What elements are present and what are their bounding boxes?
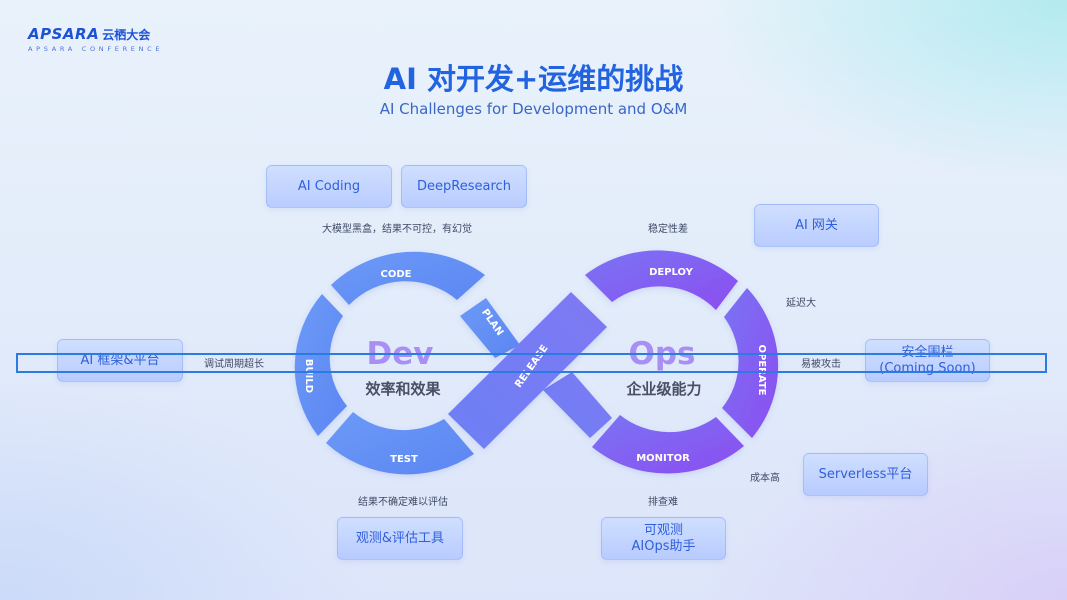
- operate-label: OPERATE: [756, 345, 767, 396]
- deep-research-tag: DeepResearch: [401, 165, 527, 208]
- security-fence-tag: 安全围栏 (Coming Soon): [865, 339, 990, 382]
- build-segment: [294, 294, 347, 436]
- security-fence-line2: (Coming Soon): [879, 360, 976, 376]
- note-blackbox: 大模型黑盒，结果不可控，有幻觉: [322, 224, 472, 235]
- ops-ring: [543, 250, 779, 474]
- serverless-tag: Serverless平台: [803, 453, 928, 496]
- aiops-line1: 可观测: [643, 522, 683, 538]
- test-segment: [326, 412, 474, 475]
- ai-gateway-tag: AI 网关: [754, 204, 879, 247]
- ops-lower-link: [543, 372, 612, 438]
- note-uncertain: 结果不确定难以评估: [358, 497, 448, 508]
- page-title: AI 对开发+运维的挑战: [383, 62, 684, 96]
- ai-framework-tag: AI 框架&平台: [57, 339, 183, 382]
- logo-subtext: APSARA CONFERENCE: [28, 45, 164, 53]
- note-stability: 稳定性差: [648, 224, 688, 235]
- logo-cn-text: 云栖大会: [102, 28, 151, 42]
- aiops-line2: AIOps助手: [631, 538, 696, 554]
- ops-subtitle: 企业级能力: [625, 380, 701, 398]
- note-debug-cycle: 调试周期超长: [204, 359, 264, 370]
- note-troubleshoot: 排查难: [648, 497, 678, 508]
- ops-title: Ops: [629, 336, 696, 372]
- note-cost: 成本高: [750, 473, 780, 484]
- test-label: TEST: [390, 454, 418, 465]
- dev-subtitle: 效率和效果: [365, 380, 441, 398]
- code-label: CODE: [381, 269, 412, 280]
- note-attack: 易被攻击: [801, 359, 841, 370]
- dev-ring: [294, 251, 520, 475]
- build-label: BUILD: [303, 359, 314, 393]
- release-segment: [448, 292, 607, 449]
- deploy-segment: [585, 250, 738, 310]
- monitor-segment: [592, 415, 744, 474]
- monitor-label: MONITOR: [636, 453, 690, 464]
- deploy-label: DEPLOY: [649, 267, 694, 278]
- operate-segment: [722, 288, 779, 438]
- plan-segment: [460, 298, 520, 358]
- page-subtitle: AI Challenges for Development and O&M: [379, 100, 688, 118]
- aiops-tag: 可观测 AIOps助手: [601, 517, 726, 560]
- note-latency: 延迟大: [786, 298, 816, 309]
- code-segment: [331, 251, 485, 305]
- dev-title: Dev: [367, 336, 434, 372]
- ai-coding-tag: AI Coding: [266, 165, 392, 208]
- observe-eval-tag: 观测&评估工具: [337, 517, 463, 560]
- security-fence-line1: 安全围栏: [901, 344, 954, 360]
- logo-mark: APSARA: [28, 25, 100, 43]
